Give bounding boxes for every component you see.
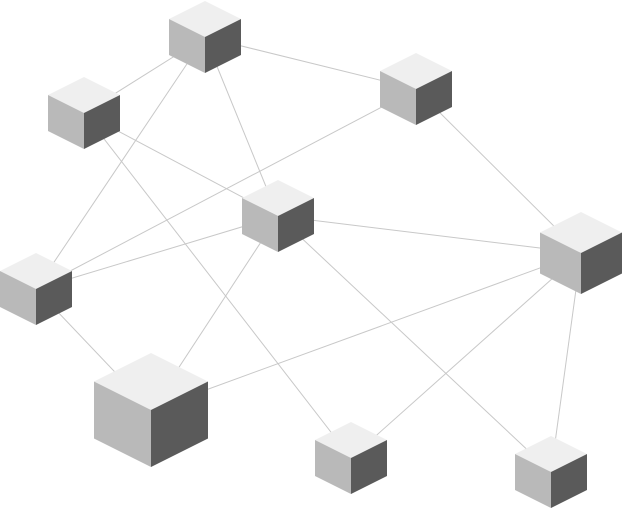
cube-left-face [0, 271, 36, 325]
cube-right-face [84, 95, 120, 149]
cube-left-face [315, 440, 351, 494]
cube-right-face [36, 271, 72, 325]
cube-left-face [515, 454, 551, 508]
cube-icon [540, 212, 622, 294]
cube-left-face [242, 198, 278, 252]
cube-icon [315, 422, 387, 494]
cube-right-face [151, 381, 208, 467]
cube-icon [515, 436, 587, 508]
cube-icon [169, 1, 241, 73]
cube-icon [380, 53, 452, 125]
cube-right-face [551, 454, 587, 508]
edge-n4-n9 [277, 215, 552, 473]
edge-n4-n6 [277, 215, 582, 254]
cube-left-face [380, 71, 416, 125]
cube-left-face [169, 19, 205, 73]
cube-icon [0, 253, 72, 325]
edge-n1-n5 [35, 36, 206, 290]
cube-left-face [48, 95, 84, 149]
cube-right-face [351, 440, 387, 494]
cube-right-face [416, 71, 452, 125]
edge-n6-n7 [150, 252, 582, 411]
cube-icon [94, 353, 208, 467]
edge-n6-n8 [350, 252, 582, 459]
edge-n4-n5 [35, 215, 279, 290]
edge-n2-n8 [83, 112, 352, 459]
edge-n3-n6 [415, 88, 582, 254]
edge-n3-n5 [35, 88, 417, 290]
cube-icon [48, 77, 120, 149]
cube-right-face [205, 19, 241, 73]
cube-right-face [278, 198, 314, 252]
cube-left-face [94, 381, 151, 467]
cube-icon [242, 180, 314, 252]
cube-right-face [581, 232, 622, 294]
cube-left-face [540, 232, 581, 294]
